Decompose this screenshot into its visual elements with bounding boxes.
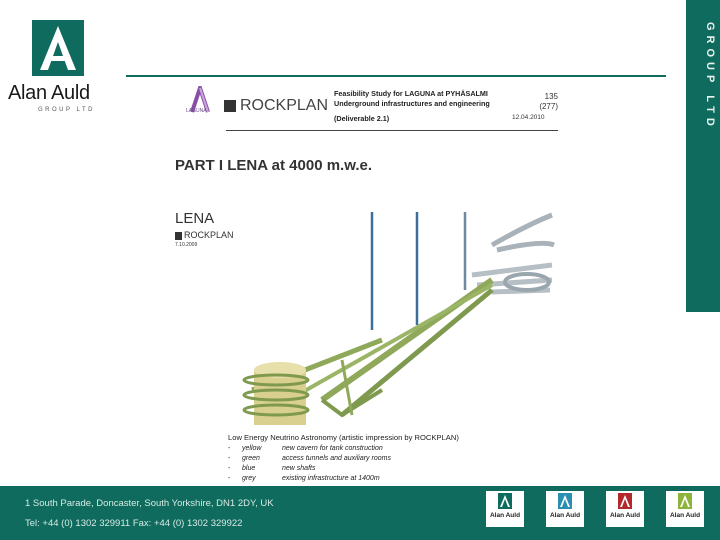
footer-contact: Tel: +44 (0) 1302 329911 Fax: +44 (0) 13… (25, 518, 243, 529)
footer-logo-lime[interactable]: Alan Auld (666, 491, 704, 527)
study-title: Feasibility Study for LAGUNA at PYHÄSALM… (334, 89, 490, 109)
legend-desc: new cavern for tank construction (282, 445, 383, 452)
side-band-text: GROUP LTD (704, 22, 716, 131)
laguna-logo-icon (188, 81, 212, 114)
page-current: 135 (544, 92, 558, 101)
footer-logo-green[interactable]: Alan Auld (486, 491, 524, 527)
lena-date: 7.10.2009 (175, 242, 198, 248)
existing-loop (503, 272, 551, 292)
existing-ramp-2 (496, 240, 555, 253)
cavern-ring-3 (242, 403, 310, 417)
lena-rockplan-mark-icon (175, 232, 182, 240)
legend-dash: - (228, 445, 231, 452)
footer-logo-label: Alan Auld (489, 512, 521, 519)
legend-dash: - (228, 475, 231, 482)
cavern-ring-2 (242, 388, 310, 402)
legend-color: blue (242, 465, 256, 472)
figure-caption: Low Energy Neutrino Astronomy (artistic … (228, 433, 459, 442)
logo-subtitle: GROUP LTD (38, 107, 95, 113)
footer-address: 1 South Parade, Doncaster, South Yorkshi… (25, 498, 274, 509)
legend-dash: - (228, 465, 231, 472)
legend-desc: existing infrastructure at 1400m (282, 475, 380, 482)
document-header-rule (226, 130, 558, 131)
legend-row: - yellow new cavern for tank constructio… (228, 444, 391, 454)
legend-desc: access tunnels and auxiliary rooms (282, 455, 391, 462)
footer-bar: 1 South Parade, Doncaster, South Yorkshi… (0, 486, 720, 540)
lena-title: LENA (175, 210, 215, 227)
footer-logo-blue[interactable]: Alan Auld (546, 491, 584, 527)
figure-legend: - yellow new cavern for tank constructio… (228, 444, 391, 484)
footer-logo-label: Alan Auld (669, 512, 701, 519)
legend-color: yellow (242, 445, 262, 452)
footer-logo-label: Alan Auld (609, 512, 641, 519)
footer-logo-label: Alan Auld (549, 512, 581, 519)
footer-logo-icon (558, 493, 572, 509)
page-number: 135 (277) (528, 92, 558, 112)
study-title-line1: Feasibility Study for LAGUNA at PYHÄSALM… (334, 89, 488, 98)
legend-row: - green access tunnels and auxiliary roo… (228, 454, 391, 464)
header-divider (126, 75, 666, 77)
legend-dash: - (228, 455, 231, 462)
auxiliary-room (320, 388, 384, 418)
logo-name: Alan Auld (8, 82, 90, 104)
lena-company: ROCKPLAN (184, 230, 234, 240)
rockplan-logo: ROCKPLAN (240, 97, 329, 114)
legend-color: green (242, 455, 260, 462)
legend-row: - grey existing infrastructure at 1400m (228, 474, 391, 484)
deliverable-label: (Deliverable 2.1) (334, 114, 390, 123)
laguna-logo-label: LAGUNA (186, 108, 207, 114)
existing-ramp-1 (490, 212, 553, 248)
logo-a-icon (32, 20, 84, 76)
footer-logo-icon (618, 493, 632, 509)
footer-logo-icon (678, 493, 692, 509)
document-date: 12.04.2010 (512, 114, 545, 121)
page-total: (277) (539, 102, 558, 111)
legend-desc: new shafts (282, 465, 316, 472)
access-tunnel-lower (340, 288, 494, 417)
part-title: PART I LENA at 4000 m.w.e. (175, 157, 372, 174)
lena-illustration (242, 212, 555, 425)
side-band (686, 0, 720, 312)
legend-row: - blue new shafts (228, 464, 391, 474)
cavern-ring-1 (242, 373, 310, 387)
footer-logo-red[interactable]: Alan Auld (606, 491, 644, 527)
study-title-line2: Underground infrastructures and engineer… (334, 99, 490, 108)
ventilation-tunnel (340, 359, 354, 416)
footer-logo-icon (498, 493, 512, 509)
legend-color: grey (242, 475, 256, 482)
rockplan-mark-icon (224, 100, 236, 112)
document-page: LAGUNA ROCKPLAN Feasibility Study for LA… (172, 80, 558, 485)
